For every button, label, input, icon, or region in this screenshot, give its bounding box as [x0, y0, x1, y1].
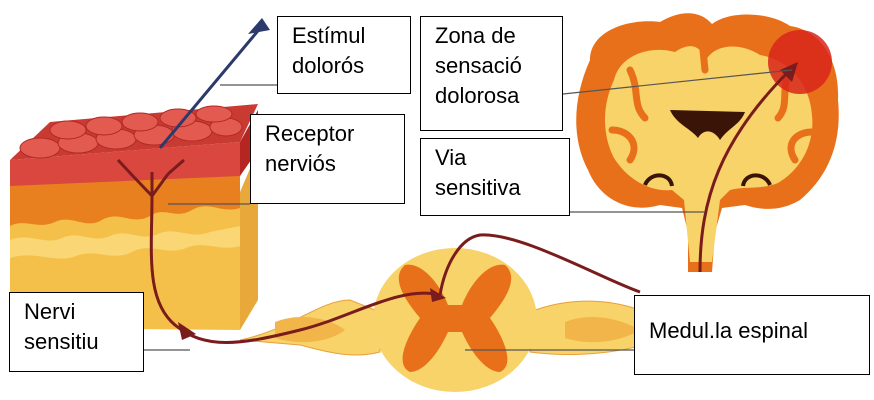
label-pain-stimulus-line1: Estímul: [292, 21, 396, 51]
label-pain-stimulus: Estímul dolorós: [277, 16, 411, 94]
label-sensory-pathway-line1: Via: [435, 143, 555, 173]
label-spinal-cord-text: Medul.la espinal: [649, 316, 855, 346]
label-nerve-receptor-line2: nerviós: [265, 149, 390, 179]
label-sensory-nerve-line1: Nervi: [24, 297, 129, 327]
label-pain-sensation-zone: Zona de sensació dolorosa: [420, 16, 563, 131]
label-pain-zone-line3: dolorosa: [435, 81, 548, 111]
label-sensory-pathway-line2: sensitiva: [435, 173, 555, 203]
label-sensory-nerve: Nervi sensitiu: [9, 292, 144, 372]
label-spinal-cord: Medul.la espinal: [634, 295, 870, 375]
label-sensory-pathway: Via sensitiva: [420, 138, 570, 216]
spinal-cord-section: [240, 248, 640, 392]
needle-head: [248, 18, 270, 34]
label-nerve-receptor: Receptor nerviós: [250, 114, 405, 204]
label-pain-zone-line2: sensació: [435, 51, 548, 81]
label-pain-zone-line1: Zona de: [435, 21, 548, 51]
label-nerve-receptor-line1: Receptor: [265, 119, 390, 149]
label-sensory-nerve-line2: sensitiu: [24, 327, 129, 357]
label-pain-stimulus-line2: dolorós: [292, 51, 396, 81]
brain-section: [576, 13, 839, 272]
